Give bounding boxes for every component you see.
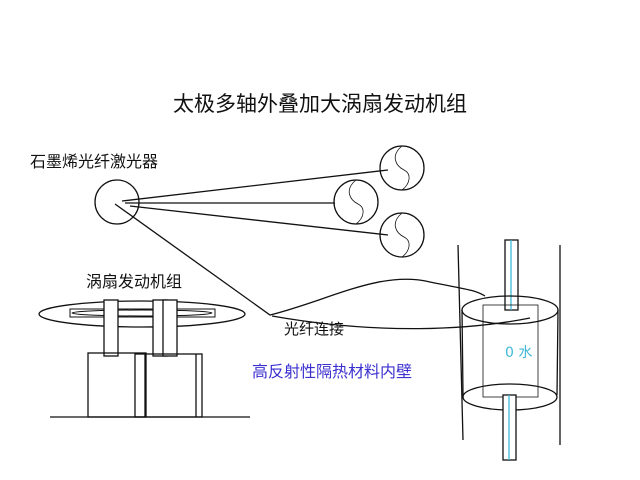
water-chamber <box>457 239 561 461</box>
beam-line <box>129 205 389 236</box>
taiji-circle <box>379 145 425 191</box>
turbofan-label: 涡扇发动机组 <box>86 272 183 291</box>
laser-label: 石墨烯光纤激光器 <box>30 152 159 171</box>
diagram-title: 太极多轴外叠加大涡扇发动机组 <box>173 92 467 116</box>
taiji-circle <box>333 179 379 225</box>
beam-line <box>121 169 389 202</box>
water-label: 0 水 <box>505 345 533 361</box>
laser-circle <box>94 179 140 225</box>
turbofan-assembly <box>38 299 250 418</box>
fiber-label: 光纤连接 <box>284 320 345 338</box>
wall-label: 高反射性隔热材料内壁 <box>252 362 413 381</box>
taiji-circle <box>379 212 425 258</box>
fiber-line <box>114 203 486 316</box>
fiber-line <box>271 315 531 330</box>
